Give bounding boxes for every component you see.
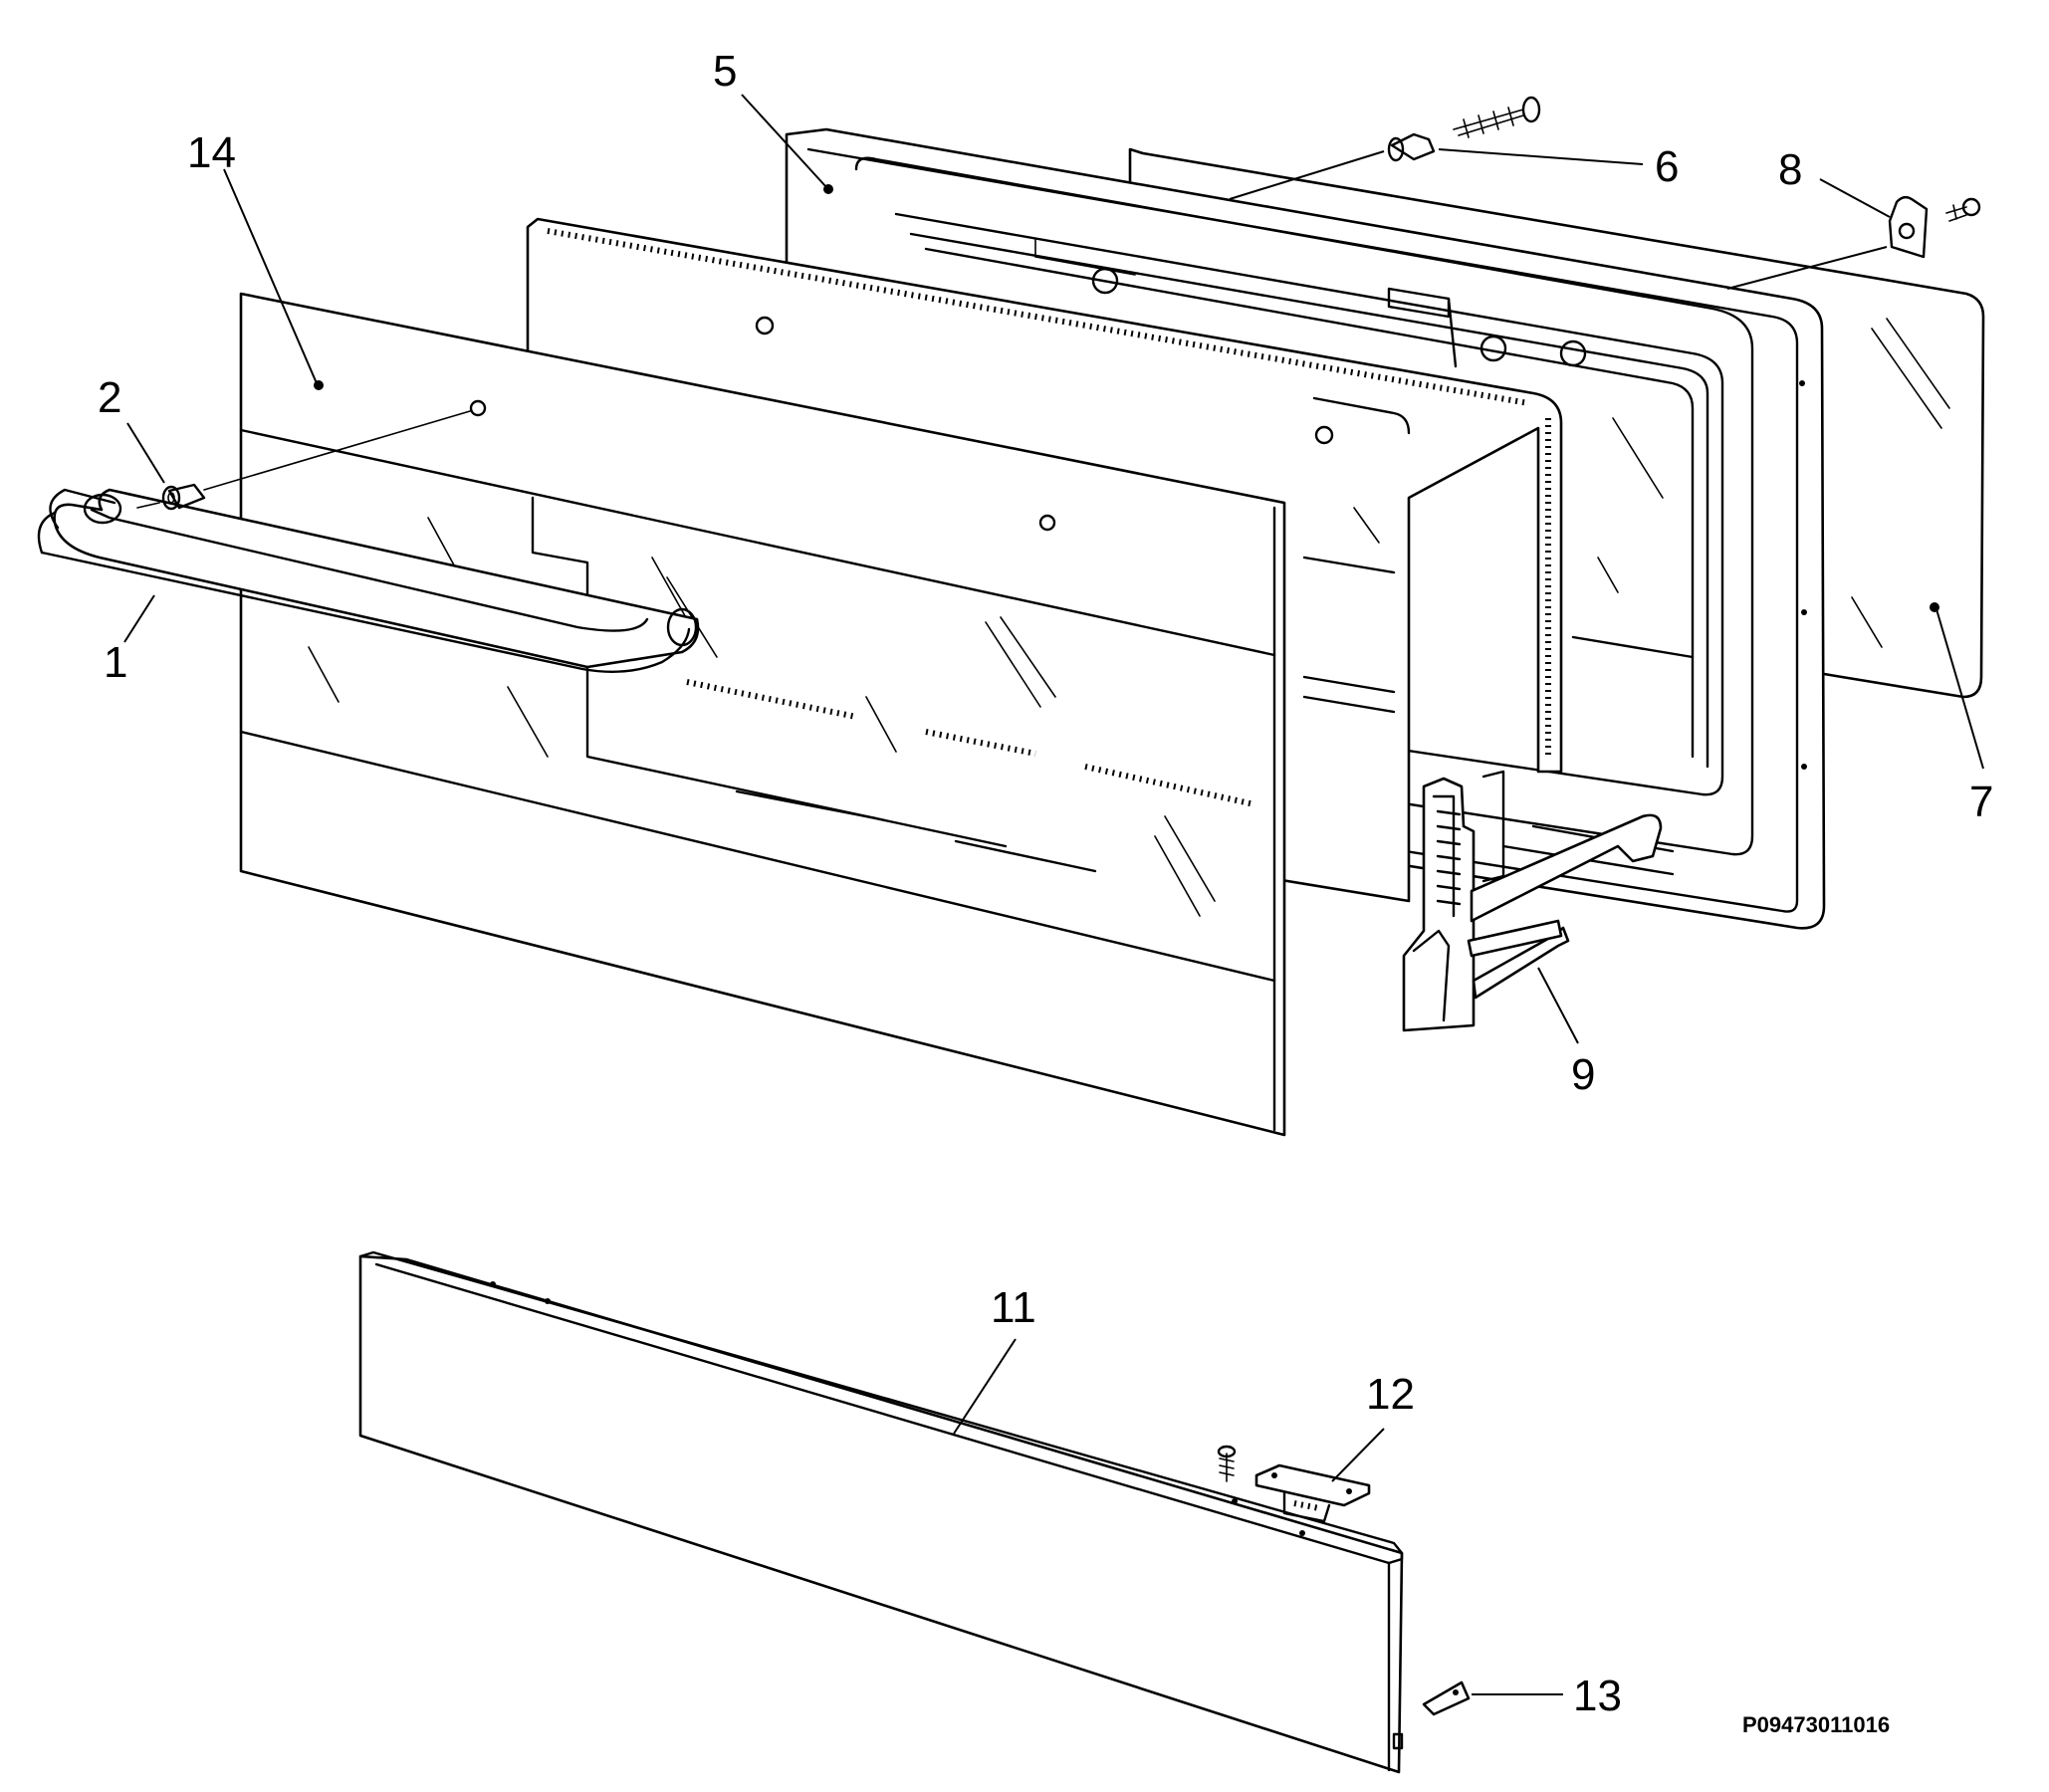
callout-bracket: 8 xyxy=(1778,145,1802,194)
part-outer-glass xyxy=(239,292,1286,1137)
callout-clip: 13 xyxy=(1573,1672,1622,1720)
part-hinge xyxy=(1402,770,1663,1044)
callout-catch: 12 xyxy=(1366,1370,1415,1419)
part-bracket xyxy=(1726,178,1981,290)
part-handle xyxy=(37,488,700,673)
leader-handle-mount xyxy=(126,422,165,484)
part-catch xyxy=(1217,1428,1385,1523)
callout-inner-glass: 7 xyxy=(1969,778,1993,826)
part-handle-mount xyxy=(136,410,471,511)
part-fixing-screw xyxy=(1229,96,1644,200)
part-drawer-panel xyxy=(358,1250,1404,1774)
leader-inner-glass xyxy=(1935,608,1984,770)
callout-drawer-panel: 11 xyxy=(991,1283,1036,1332)
callout-handle-mount: 2 xyxy=(98,373,121,422)
callout-inner-frame: 5 xyxy=(713,47,737,96)
leader-handle xyxy=(123,594,155,643)
drawing-code: P09473011016 xyxy=(1742,1712,1890,1737)
callout-outer-glass: 14 xyxy=(187,128,236,177)
part-clip xyxy=(1422,1680,1563,1716)
callout-hinge: 9 xyxy=(1571,1050,1595,1099)
callout-fixing-screw: 6 xyxy=(1655,142,1679,191)
callout-handle: 1 xyxy=(104,638,127,687)
leader-inner-frame xyxy=(741,94,827,188)
leader-outer-glass xyxy=(223,168,318,384)
